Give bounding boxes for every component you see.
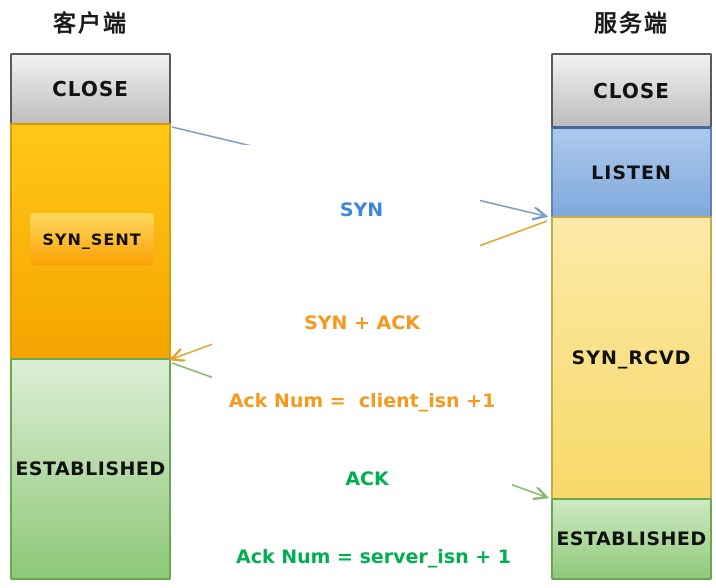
server-established-label: ESTABLISHED [556,528,707,550]
message-line: SYN [339,199,384,221]
client-state-close: CLOSE [10,53,171,125]
ack-message-label: ACK Ack Num = server_isn + 1 [230,414,512,588]
client-close-label: CLOSE [52,77,129,101]
server-state-syn-rcvd: SYN_RCVD [551,216,712,500]
client-established-label: ESTABLISHED [15,458,166,480]
server-column: CLOSE LISTEN SYN_RCVD ESTABLISHED [551,53,712,580]
client-state-syn-sent: SYN_SENT [10,123,171,360]
syn-sent-badge: SYN_SENT [30,213,154,265]
server-syn-rcvd-label: SYN_RCVD [571,347,692,369]
server-listen-label: LISTEN [591,161,672,184]
server-state-listen: LISTEN [551,126,712,218]
message-line: Ack Num = server_isn + 1 [236,546,512,568]
server-close-label: CLOSE [593,78,670,103]
server-state-established: ESTABLISHED [551,498,712,580]
client-state-established: ESTABLISHED [10,358,171,580]
message-line: ACK [345,468,389,490]
server-title: 服务端 [594,11,669,37]
message-line: Ack Num = client_isn +1 [228,390,496,412]
client-title: 客户端 [53,11,128,37]
client-column: CLOSE SYN_SENT ESTABLISHED [10,53,171,580]
client-syn-sent-label: SYN_SENT [42,229,142,249]
server-state-close: CLOSE [551,53,712,128]
message-line: SYN + ACK [304,312,420,334]
